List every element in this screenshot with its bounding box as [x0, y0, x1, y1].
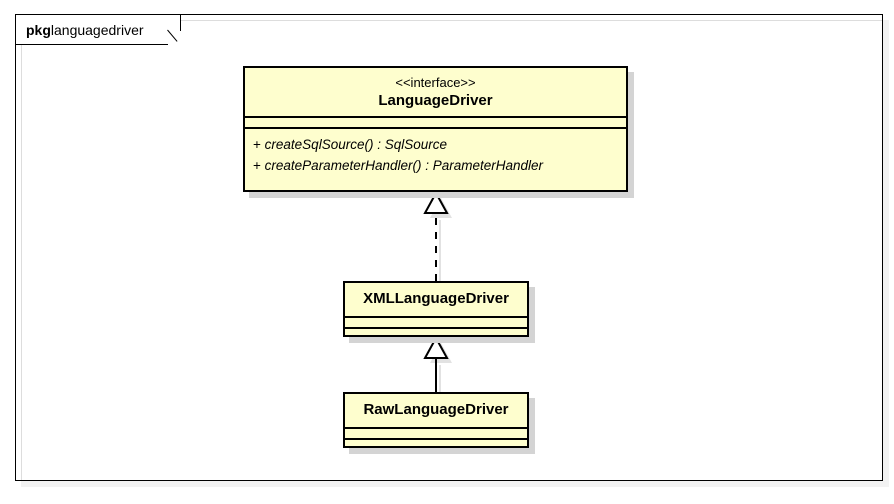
- class-name: LanguageDriver: [378, 92, 493, 109]
- compartment-separator: [245, 127, 626, 129]
- package-label: pkglanguagedriver: [26, 20, 144, 40]
- method-visibility: +: [253, 158, 261, 173]
- compartment-separator: [345, 316, 527, 318]
- method-signature: createParameterHandler() : ParameterHand…: [264, 158, 544, 173]
- methods-compartment: [345, 440, 527, 453]
- package-name: languagedriver: [50, 22, 144, 38]
- package-tab: [15, 14, 181, 45]
- class-node-xmllanguagedriver[interactable]: XMLLanguageDriver: [343, 281, 529, 337]
- methods-compartment: [345, 329, 527, 342]
- method-signature: createSqlSource() : SqlSource: [264, 137, 447, 152]
- class-name: RawLanguageDriver: [363, 401, 509, 418]
- class-stereotype: <<interface>>: [395, 75, 476, 90]
- package-tab-bottom-edge: [15, 44, 168, 45]
- compartment-separator: [245, 116, 626, 118]
- class-node-rawlanguagedriver[interactable]: RawLanguageDriver: [343, 392, 529, 448]
- method-visibility: +: [253, 137, 261, 152]
- package-keyword: pkg: [26, 22, 51, 38]
- compartment-separator: [345, 427, 527, 429]
- method-row: + createSqlSource() : SqlSource: [253, 134, 618, 155]
- class-header: <<interface>> LanguageDriver: [245, 68, 626, 116]
- compartment-separator: [345, 327, 527, 329]
- class-node-languagedriver[interactable]: <<interface>> LanguageDriver + createSql…: [243, 66, 628, 192]
- package-tab-right-edge: [180, 14, 181, 31]
- attributes-compartment: [345, 429, 527, 438]
- methods-compartment: + createSqlSource() : SqlSource + create…: [245, 129, 626, 182]
- class-name: XMLLanguageDriver: [363, 290, 509, 307]
- method-row: + createParameterHandler() : ParameterHa…: [253, 155, 618, 176]
- attributes-compartment: [345, 318, 527, 327]
- compartment-separator: [345, 438, 527, 440]
- attributes-compartment: [245, 118, 626, 127]
